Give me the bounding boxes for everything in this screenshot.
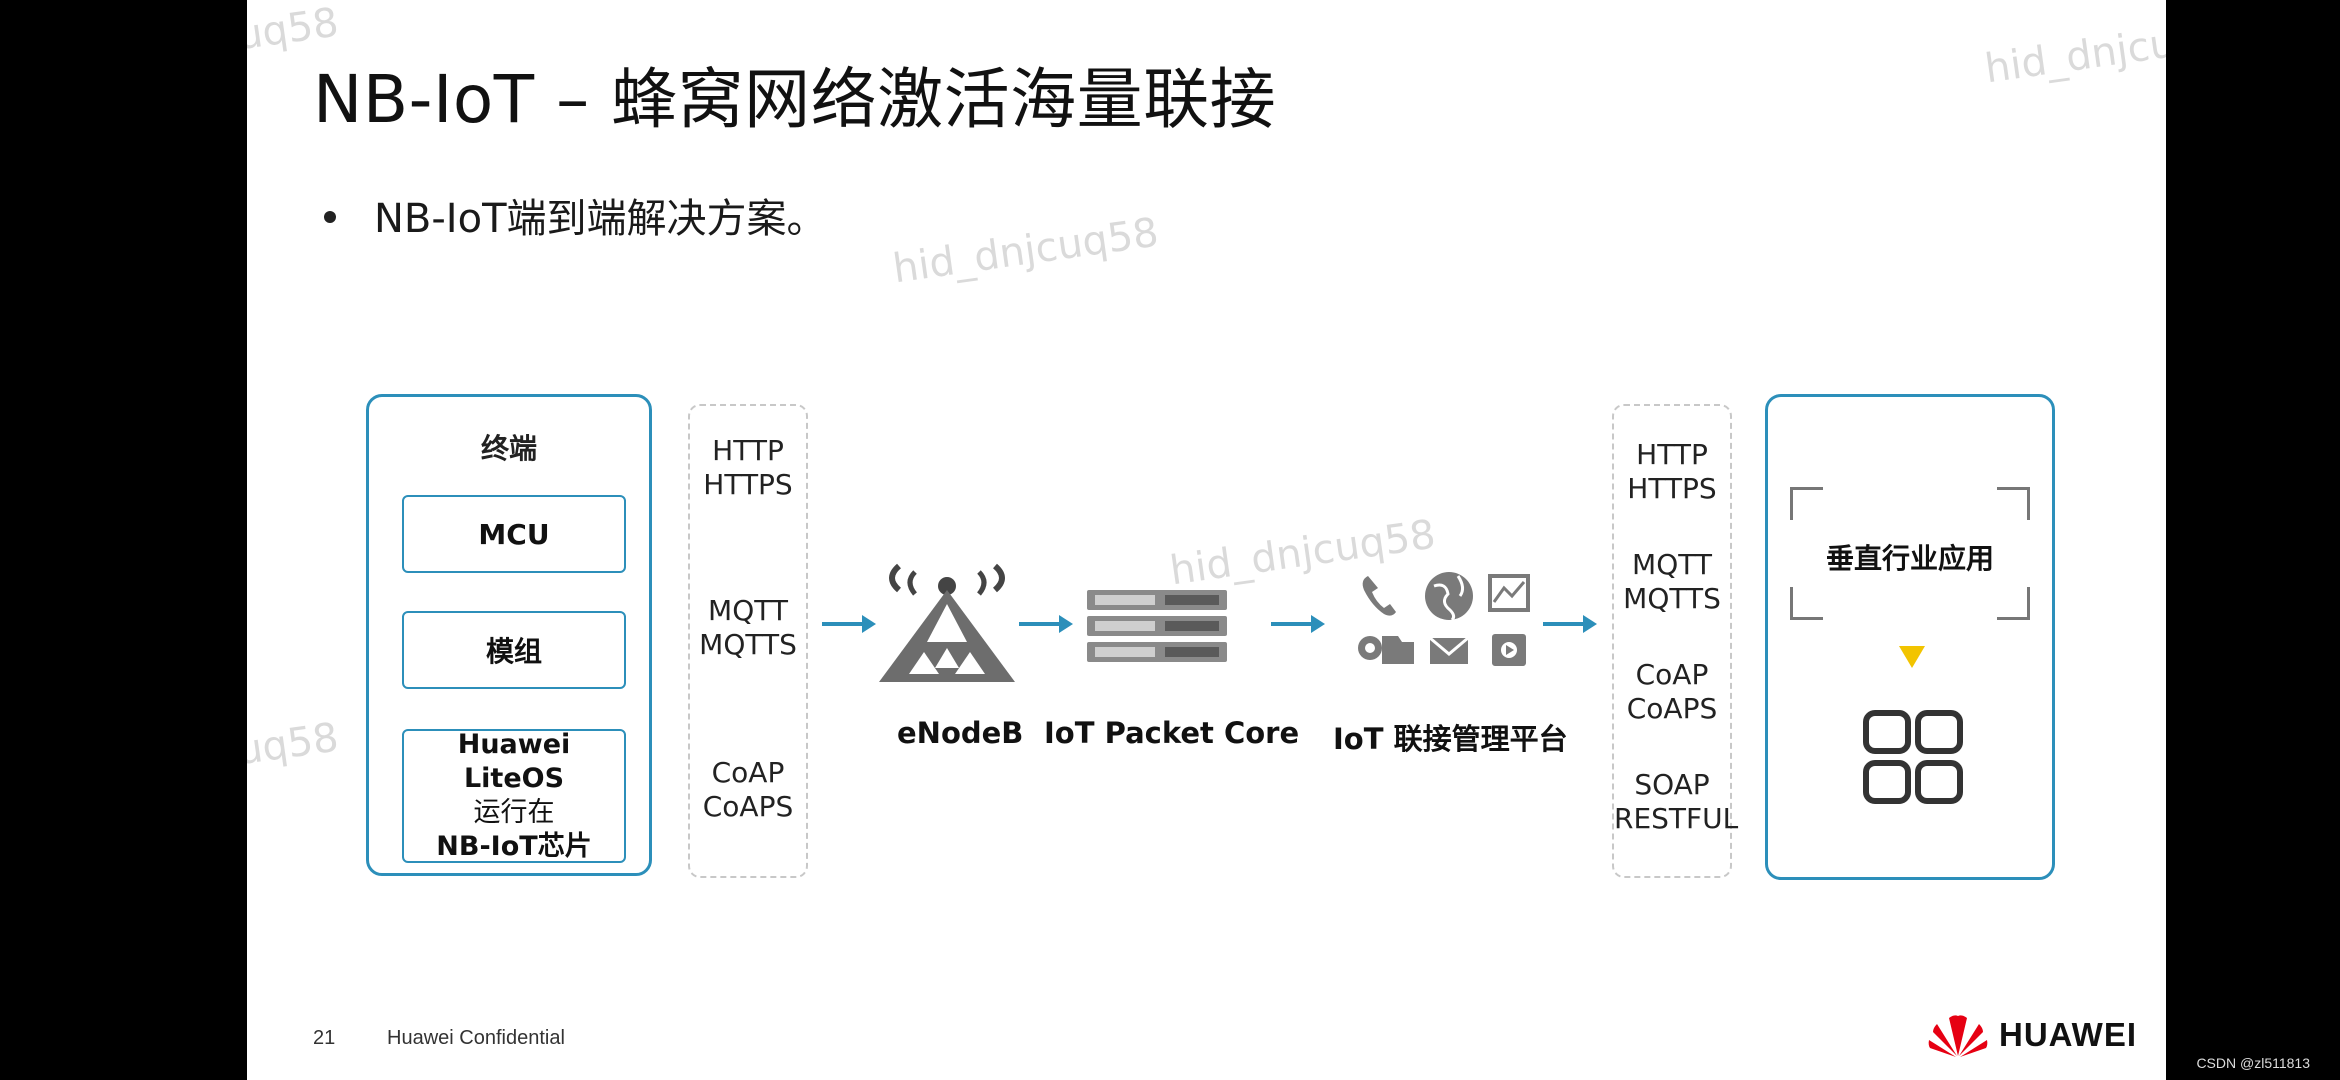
frame-corner (1790, 487, 1823, 520)
industry-app-box: 垂直行业应用 (1765, 394, 2055, 880)
packet-core-label: IoT Packet Core (1044, 716, 1300, 750)
protocol-label: HTTPS (703, 468, 793, 501)
huawei-logo: HUAWEI (1927, 1012, 2137, 1058)
page-number: 21 (313, 1027, 336, 1049)
protocol-list-left: HTTP HTTPS MQTT MQTTS CoAP CoAPS (688, 404, 808, 878)
globe-icon (1425, 572, 1473, 622)
protocol-label: CoAPS (702, 790, 794, 823)
flow-arrow (822, 615, 876, 633)
protocol-label: CoAPS (1626, 692, 1718, 725)
liteos-line2: 运行在 (473, 797, 555, 828)
protocol-label: RESTFUL (1614, 802, 1739, 835)
protocol-group: SOAP RESTFUL (1614, 768, 1739, 836)
protocol-list-right: HTTP HTTPS MQTT MQTTS CoAP CoAPS SOAP RE… (1612, 404, 1739, 878)
protocol-label: MQTTS (699, 628, 797, 661)
protocol-label: CoAP (711, 756, 785, 789)
cell-tower-icon (879, 563, 1015, 682)
flow-arrow (1543, 615, 1597, 633)
protocol-label: SOAP (1634, 768, 1710, 801)
phone-icon (1362, 576, 1396, 616)
confidential-label: Huawei Confidential (387, 1027, 565, 1049)
protocol-group: MQTT MQTTS (1614, 548, 1730, 616)
csdn-credit: CSDN @zl511813 (2196, 1055, 2310, 1071)
mail-icon (1429, 636, 1469, 664)
bullet-text: NB-IoT端到端解决方案。 (374, 196, 827, 242)
liteos-line3: NB-IoT芯片 (436, 831, 592, 862)
protocol-label: MQTTS (1623, 582, 1721, 615)
huawei-flower-icon (1928, 1015, 1988, 1057)
protocol-label: CoAP (1635, 658, 1709, 691)
bullet-dot (324, 211, 336, 223)
mcu-box: MCU (402, 495, 626, 573)
watermark-text: hid_dnjcuq58 (247, 714, 342, 798)
folder-icon (1358, 636, 1414, 664)
watermark-text: hid_dnjcuq58 (1982, 9, 2166, 93)
protocol-group: CoAP CoAPS (690, 756, 806, 824)
protocol-label: HTTPS (1627, 472, 1717, 505)
module-box: 模组 (402, 611, 626, 689)
slide-title: NB-IoT – 蜂窝网络激活海量联接 (313, 61, 1277, 138)
protocol-label: MQTT (1632, 548, 1712, 581)
protocol-label: HTTP (1636, 438, 1708, 471)
liteos-line1: Huawei LiteOS (457, 729, 571, 794)
video-icon (1492, 634, 1526, 666)
watermark-text: hid_dnjcuq58 (890, 209, 1162, 293)
frame-corner (1997, 487, 2030, 520)
brand-name: HUAWEI (1999, 1016, 2137, 1053)
industry-title: 垂直行业应用 (1825, 542, 1994, 575)
app-grid-icon (1863, 710, 1963, 804)
enodeb-label: eNodeB (897, 716, 1024, 750)
chart-icon (1488, 574, 1530, 612)
protocol-label: MQTT (708, 594, 788, 627)
protocol-group: MQTT MQTTS (690, 594, 806, 662)
terminal-title: 终端 (480, 432, 537, 465)
frame-corner (1790, 587, 1823, 620)
liteos-box: Huawei LiteOS 运行在 NB-IoT芯片 (402, 729, 626, 863)
protocol-group: HTTP HTTPS (1614, 438, 1730, 506)
platform-services-icon (1358, 572, 1530, 666)
flow-arrow (1019, 615, 1073, 633)
protocol-label: HTTP (712, 434, 784, 467)
protocol-group: CoAP CoAPS (1614, 658, 1730, 726)
slide: NB-IoT – 蜂窝网络激活海量联接 NB-IoT端到端解决方案。 终端 MC… (247, 0, 2166, 1080)
flow-arrow (1271, 615, 1325, 633)
terminal-box: 终端 MCU 模组 Huawei LiteOS 运行在 NB-IoT芯片 (366, 394, 652, 876)
triangle-down-icon (1899, 646, 1925, 668)
bullet-item: NB-IoT端到端解决方案。 (324, 186, 827, 244)
server-rack-icon (1087, 590, 1227, 662)
protocol-group: HTTP HTTPS (690, 434, 806, 502)
platform-label: IoT 联接管理平台 (1333, 722, 1568, 756)
frame-corner (1997, 587, 2030, 620)
